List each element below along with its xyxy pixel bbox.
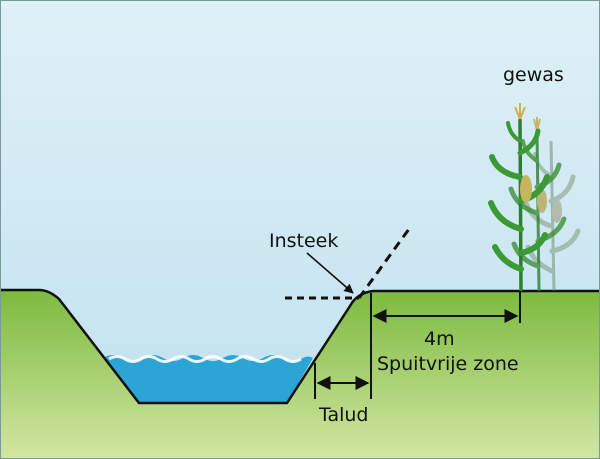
distance-label: 4m <box>424 328 455 350</box>
ground-outline <box>1 288 599 405</box>
insteek-label: Insteek <box>269 230 338 252</box>
spray-free-zone-label: Spuitvrije zone <box>377 353 519 375</box>
talud-label: Talud <box>318 404 369 426</box>
corn-plant-icon <box>488 103 581 292</box>
crop-label: gewas <box>503 64 564 86</box>
insteek-pointer-arrow <box>306 252 354 294</box>
water-waves-icon <box>108 355 302 363</box>
water-body <box>103 355 313 403</box>
ground <box>1 290 599 458</box>
